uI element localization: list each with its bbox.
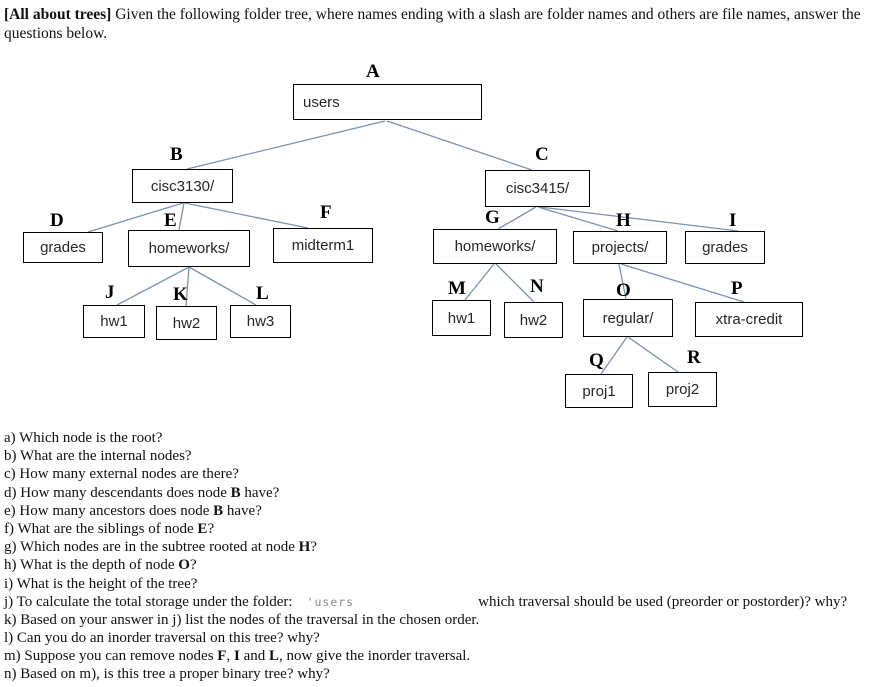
bold-node-ref: H — [298, 539, 311, 556]
question-e: e) How many ancestors does node B have? — [4, 502, 262, 519]
node-letter-I: I — [729, 210, 737, 231]
question-i: i) What is the height of the tree? — [4, 575, 884, 593]
question-g: g) Which nodes are in the subtree rooted… — [4, 539, 317, 556]
node-letter-R: R — [687, 347, 701, 368]
node-text-R: proj2 — [665, 381, 700, 398]
node-text-O: regular/ — [602, 309, 654, 327]
question-list: a) Which node is the root? b) What are t… — [4, 429, 884, 684]
question-k: k) Based on your answer in j) list the n… — [4, 611, 884, 629]
node-text-E: homeworks/ — [148, 240, 230, 257]
bold-node-ref: L — [268, 648, 279, 665]
node-letter-E: E — [164, 210, 177, 231]
node-box-cisc3130: cisc3130/ — [132, 169, 233, 203]
question-f: f) What are the siblings of node E? — [4, 520, 215, 537]
node-letter-C: C — [535, 144, 549, 165]
node-letter-Q: Q — [589, 350, 604, 371]
question-c: c) How many external nodes are there? — [4, 465, 884, 483]
node-letter-F: F — [320, 202, 332, 223]
question-l-text: l) Can you do an inorder traversal on th… — [4, 630, 320, 647]
bold-node-ref: B — [230, 484, 241, 501]
node-text-C: cisc3415/ — [505, 180, 570, 197]
node-text-I: grades — [702, 239, 748, 256]
node-box-hw1-left: hw1 — [83, 305, 145, 338]
node-letter-J: J — [105, 282, 115, 303]
node-box-hw2-right: hw2 — [504, 302, 563, 338]
node-box-homeworks-right: homeworks/ — [433, 229, 557, 264]
bold-node-ref: O — [178, 557, 190, 574]
node-text-M: hw1 — [447, 309, 476, 327]
node-letter-M: M — [448, 278, 466, 299]
node-box-hw2-left: hw2 — [156, 306, 217, 340]
node-box-hw1-right: hw1 — [432, 300, 491, 336]
node-text-F: midterm1 — [291, 237, 355, 254]
node-letter-A: A — [366, 61, 380, 82]
assignment-intro: [All about trees] Given the following fo… — [4, 5, 885, 43]
bold-node-ref: I — [233, 648, 240, 665]
question-a-text: a) Which node is the root? — [4, 430, 163, 446]
node-letter-N: N — [530, 276, 544, 297]
node-box-midterm1: midterm1 — [273, 228, 373, 263]
node-text-B: cisc3130/ — [150, 177, 215, 195]
node-box-xtra-credit: xtra-credit — [695, 302, 803, 337]
node-box-homeworks-left: homeworks/ — [128, 230, 250, 267]
node-text-H: projects/ — [591, 239, 649, 256]
node-box-projects: projects/ — [573, 231, 667, 264]
node-letter-O: O — [616, 280, 631, 301]
bold-node-ref: F — [217, 648, 227, 665]
question-b-text: b) What are the internal nodes? — [4, 448, 192, 465]
users-folder-snippet: 'users — [306, 594, 355, 609]
node-text-L: hw3 — [246, 313, 275, 330]
node-letter-L: L — [256, 283, 269, 304]
node-box-grades-right: grades — [685, 231, 765, 264]
node-letter-B: B — [170, 144, 183, 165]
question-k-text: k) Based on your answer in j) list the n… — [4, 611, 480, 628]
node-letter-H: H — [616, 210, 631, 231]
question-a: a) Which node is the root? — [4, 429, 884, 447]
node-text-D: grades — [40, 239, 86, 256]
node-text-A: users — [303, 93, 340, 111]
node-text-J: hw1 — [100, 313, 128, 330]
question-c-text: c) How many external nodes are there? — [4, 466, 239, 483]
node-box-proj2: proj2 — [648, 372, 717, 407]
node-letter-G: G — [485, 207, 500, 228]
node-text-N: hw2 — [519, 311, 548, 329]
node-box-grades-left: grades — [23, 232, 103, 263]
node-text-Q: proj1 — [582, 382, 616, 400]
question-m: m) Suppose you can remove nodes F, I and… — [4, 648, 471, 665]
question-l: l) Can you do an inorder traversal on th… — [4, 629, 884, 647]
node-box-regular: regular/ — [583, 299, 673, 337]
node-letter-K: K — [173, 284, 188, 305]
question-n-text: n) Based on m), is this tree a proper bi… — [4, 666, 330, 683]
bold-node-ref: E — [197, 520, 208, 537]
question-h: h) What is the depth of node O? — [4, 557, 197, 574]
question-i-text: i) What is the height of the tree? — [4, 575, 198, 592]
question-j: j) To calculate the total storage under … — [4, 593, 848, 610]
node-box-cisc3415: cisc3415/ — [485, 170, 590, 207]
bold-node-ref: B — [213, 502, 224, 519]
node-box-hw3: hw3 — [230, 305, 291, 338]
question-d: d) How many descendants does node B have… — [4, 484, 280, 501]
intro-title: [All about trees] — [4, 6, 112, 23]
node-box-users-root: users — [293, 84, 482, 120]
node-letter-D: D — [50, 210, 64, 231]
node-text-P: xtra-credit — [715, 311, 783, 328]
intro-text: Given the following folder tree, where n… — [4, 6, 861, 42]
node-letter-P: P — [731, 278, 743, 299]
node-text-K: hw2 — [172, 314, 201, 332]
node-text-G: homeworks/ — [454, 238, 536, 255]
question-n: n) Based on m), is this tree a proper bi… — [4, 665, 884, 683]
question-b: b) What are the internal nodes? — [4, 447, 884, 465]
node-box-proj1: proj1 — [565, 374, 633, 408]
